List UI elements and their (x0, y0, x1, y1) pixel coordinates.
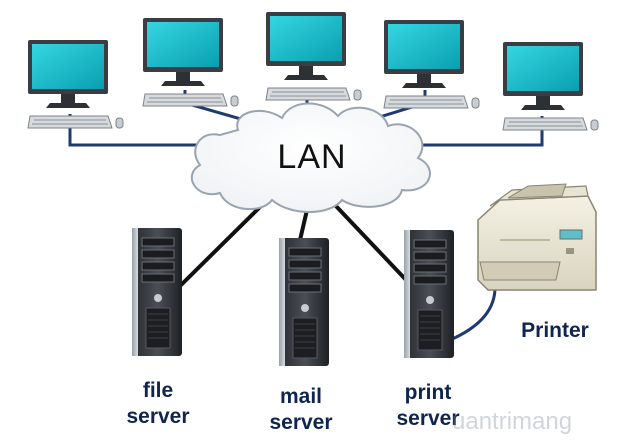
printer-icon (477, 183, 597, 291)
mail-server-label-line1: mail (279, 385, 323, 408)
watermark-text: uantrimang (452, 408, 573, 435)
workstation-4 (383, 19, 480, 109)
printer-label: Printer (521, 319, 589, 342)
mail-server-label: mail server (251, 384, 351, 436)
link-mail-server (298, 209, 309, 241)
workstation-5 (502, 41, 599, 131)
print-server-label: print server (378, 380, 478, 432)
workstation-2 (142, 17, 239, 107)
file-server-label-line2: server (126, 405, 190, 428)
workstation-3 (265, 11, 362, 101)
mail-server-label-line2: server (269, 411, 333, 434)
print-server-tower (403, 229, 455, 359)
link-file-server (178, 203, 264, 288)
file-server-tower (131, 227, 183, 357)
link-print-server (333, 203, 410, 284)
file-server-label-line1: file (142, 379, 174, 402)
lan-cloud (190, 102, 431, 213)
lan-label: LAN (277, 138, 347, 176)
file-server-label: file server (108, 378, 208, 430)
cable-printer (449, 285, 497, 342)
print-server-label-line2: server (396, 407, 460, 430)
print-server-label-line1: print (404, 381, 452, 404)
workstation-1 (27, 39, 124, 129)
mail-server-tower (278, 237, 330, 367)
